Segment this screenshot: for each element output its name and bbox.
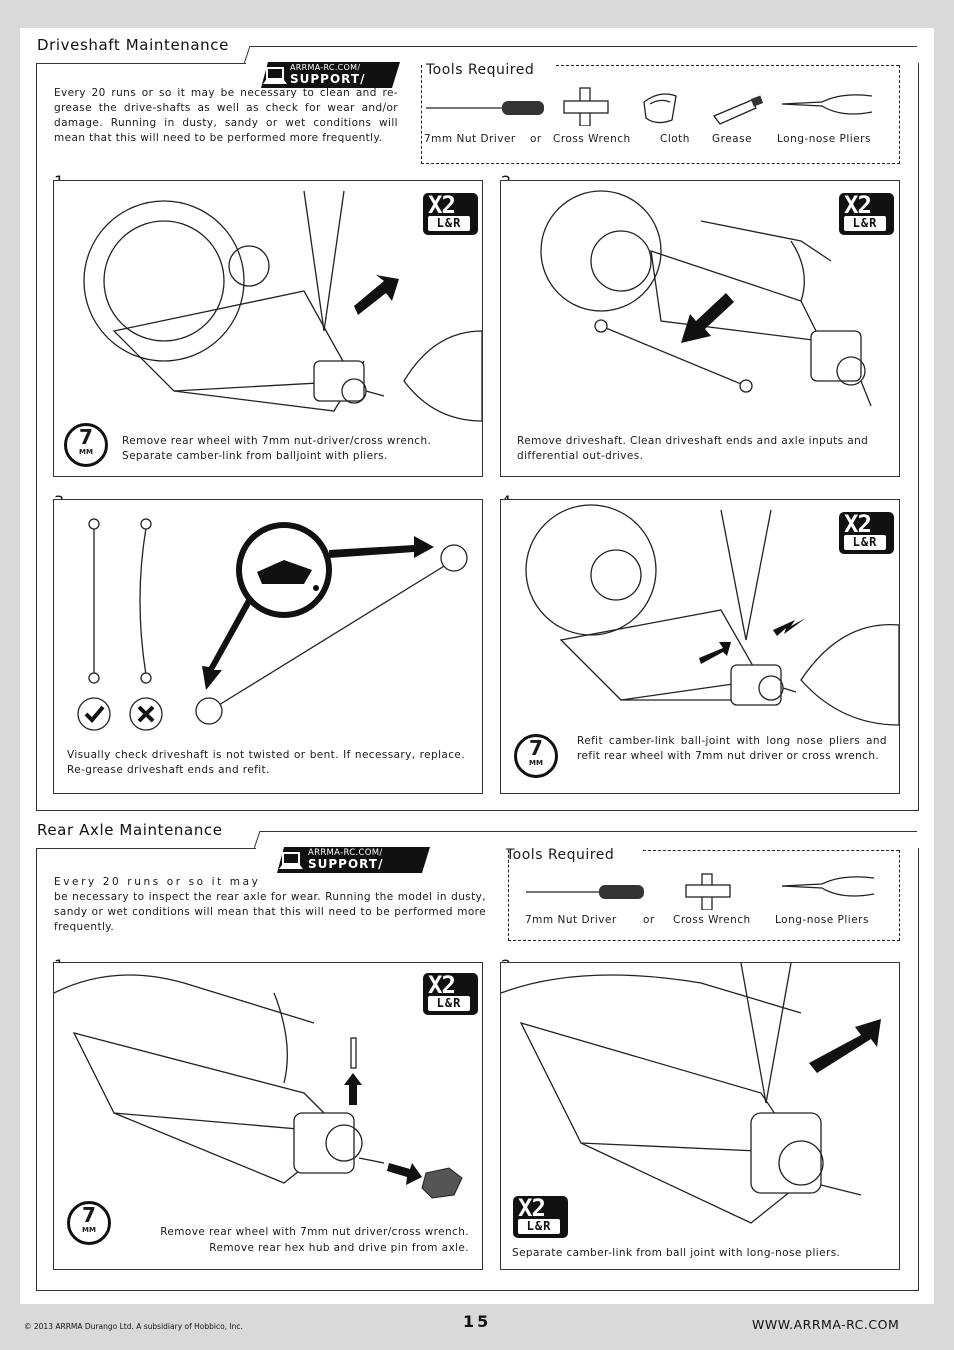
grease-tube-icon bbox=[712, 95, 764, 125]
cross-wrench-icon bbox=[563, 87, 609, 126]
camber-link-illustration bbox=[501, 963, 881, 1224]
support-url-text: ARRMA-RC.COM/ bbox=[290, 63, 361, 72]
tool-label-nut-driver: 7mm Nut Driver bbox=[424, 133, 516, 145]
page-number: 15 bbox=[463, 1312, 492, 1331]
section-rule bbox=[250, 46, 917, 47]
step-panel-rear-1: X2 L&R bbox=[53, 962, 483, 1270]
copyright-text: © 2013 ARRMA Durango Ltd. A subsidiary o… bbox=[24, 1322, 243, 1331]
badge-lr-text: L&R bbox=[428, 216, 470, 231]
tool-label-or: or bbox=[530, 133, 542, 145]
tools-required-box bbox=[421, 65, 900, 164]
driveshaft-inspection-illustration bbox=[77, 518, 468, 731]
step-panel-rear-2: X2 L&R bbox=[500, 962, 900, 1270]
badge-lr-text: L&R bbox=[844, 216, 886, 231]
intro-text: Every 20 runs or so it may be necessary … bbox=[54, 86, 398, 146]
intro-first-line: Every 20 runs or so it may bbox=[54, 876, 261, 888]
x2-lr-badge: X2 L&R bbox=[423, 971, 478, 1015]
section-rule bbox=[260, 831, 917, 832]
x2-lr-badge: X2 L&R bbox=[839, 191, 894, 235]
tool-label-or: or bbox=[643, 914, 655, 926]
badge-x2-text: X2 bbox=[844, 191, 872, 219]
step-1-text: Remove rear wheel with 7mm nut-driver/cr… bbox=[122, 435, 432, 462]
tool-label-nut-driver: 7mm Nut Driver bbox=[525, 914, 617, 926]
step-panel-3 bbox=[53, 499, 483, 794]
cloth-icon bbox=[643, 93, 677, 124]
step-panel-2: X2 L&R bbox=[500, 180, 900, 477]
tools-box-top bbox=[643, 850, 899, 851]
driveshaft-section-box bbox=[36, 63, 919, 811]
badge-lr-text: L&R bbox=[428, 996, 470, 1011]
section-rule-corner bbox=[244, 45, 251, 64]
tools-illustrations bbox=[526, 873, 875, 910]
tool-label-grease: Grease bbox=[712, 133, 753, 145]
support-label-text: SUPPORT/ bbox=[308, 857, 384, 871]
x2-lr-badge: X2 L&R bbox=[839, 510, 894, 554]
step-4-text: Refit camber-link ball-joint with long n… bbox=[577, 735, 887, 762]
support-button-shape bbox=[277, 847, 430, 873]
long-nose-pliers-icon bbox=[781, 876, 875, 897]
tool-label-cross-wrench: Cross Wrench bbox=[553, 133, 631, 145]
7mm-icon: 7 MM bbox=[67, 1201, 111, 1245]
long-nose-pliers-icon bbox=[781, 94, 873, 115]
driveshaft-removal-illustration bbox=[540, 190, 872, 407]
step-3-text: Visually check driveshaft is not twisted… bbox=[67, 749, 465, 776]
intro-text: be necessary to inspect the rear axle fo… bbox=[54, 891, 486, 933]
badge-x2-text: X2 bbox=[428, 191, 456, 219]
step-2-text: Remove driveshaft. Clean driveshaft ends… bbox=[517, 435, 869, 462]
nut-driver-icon bbox=[526, 885, 644, 899]
tools-required-box bbox=[508, 850, 900, 941]
7mm-icon-unit: MM bbox=[82, 1226, 96, 1234]
rear-axle-illustration bbox=[54, 974, 463, 1199]
badge-lr-text: L&R bbox=[844, 535, 886, 550]
website-link[interactable]: WWW.ARRMA-RC.COM bbox=[752, 1317, 900, 1332]
tool-label-pliers: Long-nose Pliers bbox=[777, 133, 871, 145]
support-button-shape bbox=[261, 62, 400, 88]
step-rear-2-text: Separate camber-link from ball joint wit… bbox=[512, 1247, 841, 1259]
nut-driver-icon bbox=[426, 101, 544, 115]
7mm-icon-number: 7 bbox=[529, 736, 543, 760]
tool-label-pliers: Long-nose Pliers bbox=[775, 914, 869, 926]
badge-x2-text: X2 bbox=[518, 1194, 546, 1222]
tool-label-cloth: Cloth bbox=[660, 133, 690, 145]
7mm-icon-number: 7 bbox=[82, 1203, 96, 1227]
cross-wrench-icon bbox=[685, 873, 731, 910]
step-panel-4: X2 L&R bbox=[500, 499, 900, 794]
section-rule-corner bbox=[254, 830, 261, 849]
badge-lr-text: L&R bbox=[518, 1219, 560, 1234]
badge-x2-text: X2 bbox=[844, 510, 872, 538]
7mm-icon-unit: MM bbox=[529, 759, 543, 767]
x2-lr-badge: X2 L&R bbox=[423, 191, 478, 235]
tool-label-cross-wrench: Cross Wrench bbox=[673, 914, 751, 926]
support-url-text: ARRMA-RC.COM/ bbox=[308, 848, 383, 858]
suspension-illustration bbox=[83, 190, 482, 422]
tools-box-top bbox=[556, 65, 899, 66]
section-box-top bbox=[36, 63, 246, 64]
support-link-button[interactable]: ARRMA-RC.COM/ SUPPORT/ bbox=[260, 61, 402, 88]
badge-x2-text: X2 bbox=[428, 971, 456, 999]
support-label-text: SUPPORT/ bbox=[290, 72, 366, 86]
support-link-button[interactable]: ARRMA-RC.COM/ SUPPORT/ bbox=[276, 846, 432, 873]
section-title-rear-axle: Rear Axle Maintenance bbox=[37, 821, 223, 839]
7mm-icon: 7 MM bbox=[514, 734, 558, 778]
step-rear-1-text-line1: Remove rear wheel with 7mm nut driver/cr… bbox=[160, 1226, 469, 1238]
rear-axle-section-box bbox=[36, 848, 919, 1291]
7mm-icon-number: 7 bbox=[79, 425, 93, 449]
step-rear-1-text-line2: Remove rear hex hub and drive pin from a… bbox=[209, 1242, 469, 1254]
x2-lr-badge: X2 L&R bbox=[513, 1194, 568, 1238]
tools-illustrations bbox=[426, 87, 873, 126]
section-title-driveshaft: Driveshaft Maintenance bbox=[37, 36, 229, 54]
refit-illustration bbox=[525, 504, 899, 726]
intro-paragraph: Every 20 runs or so it may be necessary … bbox=[54, 87, 398, 144]
tools-required-title: Tools Required bbox=[506, 847, 615, 863]
section-box-top bbox=[36, 848, 256, 849]
step-panel-1: X2 L&R bbox=[53, 180, 483, 477]
7mm-icon-unit: MM bbox=[79, 448, 93, 456]
7mm-icon: 7 MM bbox=[64, 423, 108, 467]
tools-required-title: Tools Required bbox=[426, 62, 535, 78]
